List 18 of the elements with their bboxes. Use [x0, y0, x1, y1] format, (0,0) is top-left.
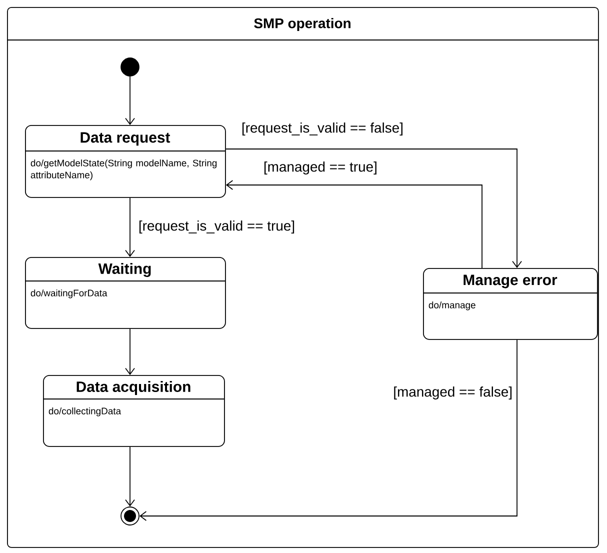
- diagram-title: SMP operation: [254, 18, 350, 31]
- state-box: Manage error do/manage: [422, 268, 598, 340]
- arrow: [226, 180, 482, 268]
- state-box: Data acquisition do/collectingData: [42, 375, 225, 447]
- arrow: [125, 76, 135, 125]
- edge-label: [managed == true]: [262, 160, 378, 176]
- arrow: [225, 148, 522, 268]
- arrow: [125, 446, 135, 507]
- initial-state: [120, 58, 140, 76]
- edge-label: [managed == false]: [392, 386, 514, 400]
- edge-label: [request_is_valid == false]: [240, 122, 404, 136]
- state-box: Waiting do/waitingForData: [24, 257, 226, 329]
- edge-label: [request_is_valid == true]: [137, 220, 296, 234]
- final-state: [120, 506, 140, 526]
- arrow: [125, 328, 135, 375]
- arrow: [125, 197, 135, 257]
- arrow: [139, 339, 518, 521]
- state-box: Data request do/getModelState(String modelName, String attributeName): [24, 125, 226, 198]
